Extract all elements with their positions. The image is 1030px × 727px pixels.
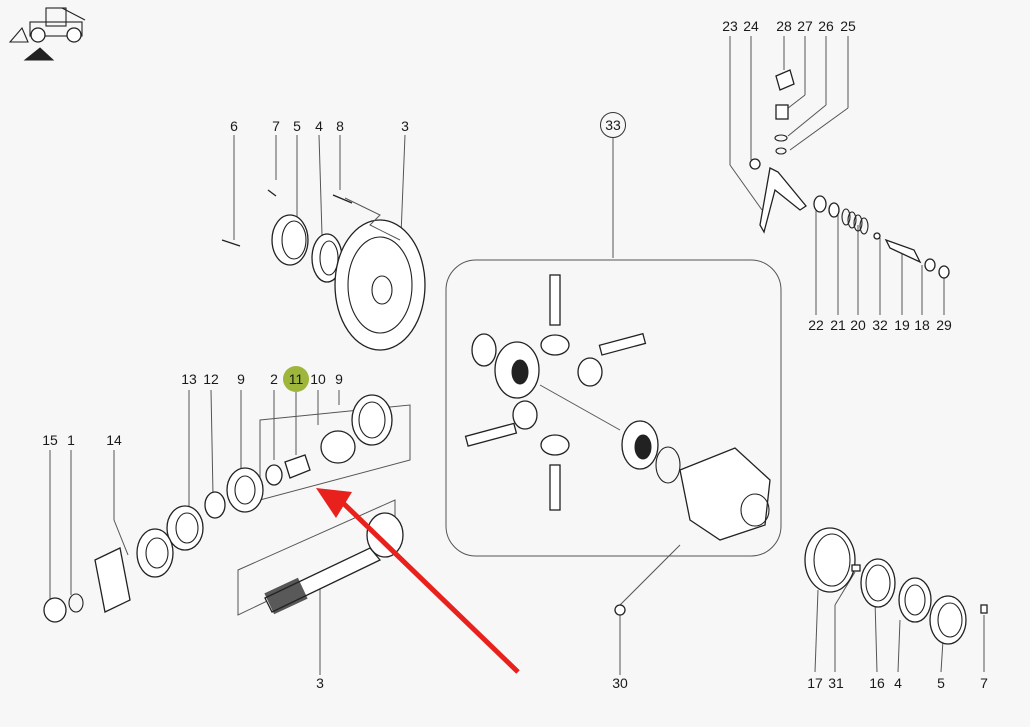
callout-6[interactable]: 6	[230, 118, 238, 134]
callout-21[interactable]: 21	[830, 317, 846, 333]
callout-5b[interactable]: 5	[937, 675, 945, 691]
callout-9[interactable]: 9	[237, 371, 245, 387]
callout-16[interactable]: 16	[869, 675, 885, 691]
callout-3-shaft[interactable]: 3	[316, 675, 324, 691]
callout-31[interactable]: 31	[828, 675, 844, 691]
callout-23[interactable]: 23	[722, 18, 738, 34]
callout-12[interactable]: 12	[203, 371, 219, 387]
callout-10[interactable]: 10	[310, 371, 326, 387]
callout-26[interactable]: 26	[818, 18, 834, 34]
selection-triangle-icon	[23, 47, 55, 61]
callout-11-highlighted[interactable]: 11	[283, 366, 309, 392]
callout-24[interactable]: 24	[743, 18, 759, 34]
callout-30[interactable]: 30	[612, 675, 628, 691]
callout-28[interactable]: 28	[776, 18, 792, 34]
callout-14[interactable]: 14	[106, 432, 122, 448]
callout-27[interactable]: 27	[797, 18, 813, 34]
callout-4b[interactable]: 4	[894, 675, 902, 691]
red-pointer-arrow	[316, 488, 520, 674]
callout-15[interactable]: 15	[42, 432, 58, 448]
crown-gear-assembly[interactable]	[221, 189, 426, 351]
shift-fork-assembly[interactable]	[749, 69, 950, 279]
telehandler-machine-icon[interactable]	[8, 7, 86, 61]
callout-3[interactable]: 3	[401, 118, 409, 134]
callout-25[interactable]: 25	[840, 18, 856, 34]
callout-13[interactable]: 13	[181, 371, 197, 387]
callout-19[interactable]: 19	[894, 317, 910, 333]
callout-8[interactable]: 8	[336, 118, 344, 134]
callout-1[interactable]: 1	[67, 432, 75, 448]
callout-7b[interactable]: 7	[980, 675, 988, 691]
callout-4[interactable]: 4	[315, 118, 323, 134]
callout-29[interactable]: 29	[936, 317, 952, 333]
side-bearing-assembly[interactable]	[804, 527, 988, 645]
leader-lines	[49, 36, 985, 675]
callout-32[interactable]: 32	[872, 317, 888, 333]
callout-5[interactable]: 5	[293, 118, 301, 134]
callout-2[interactable]: 2	[270, 371, 278, 387]
pinion-shaft-assembly[interactable]	[43, 394, 411, 623]
callout-33-group[interactable]: 33	[600, 112, 626, 138]
callout-22[interactable]: 22	[808, 317, 824, 333]
callout-20[interactable]: 20	[850, 317, 866, 333]
callout-18[interactable]: 18	[914, 317, 930, 333]
callout-9b[interactable]: 9	[335, 371, 343, 387]
differential-assembly-group[interactable]	[445, 259, 782, 616]
callout-17[interactable]: 17	[807, 675, 823, 691]
callout-7[interactable]: 7	[272, 118, 280, 134]
